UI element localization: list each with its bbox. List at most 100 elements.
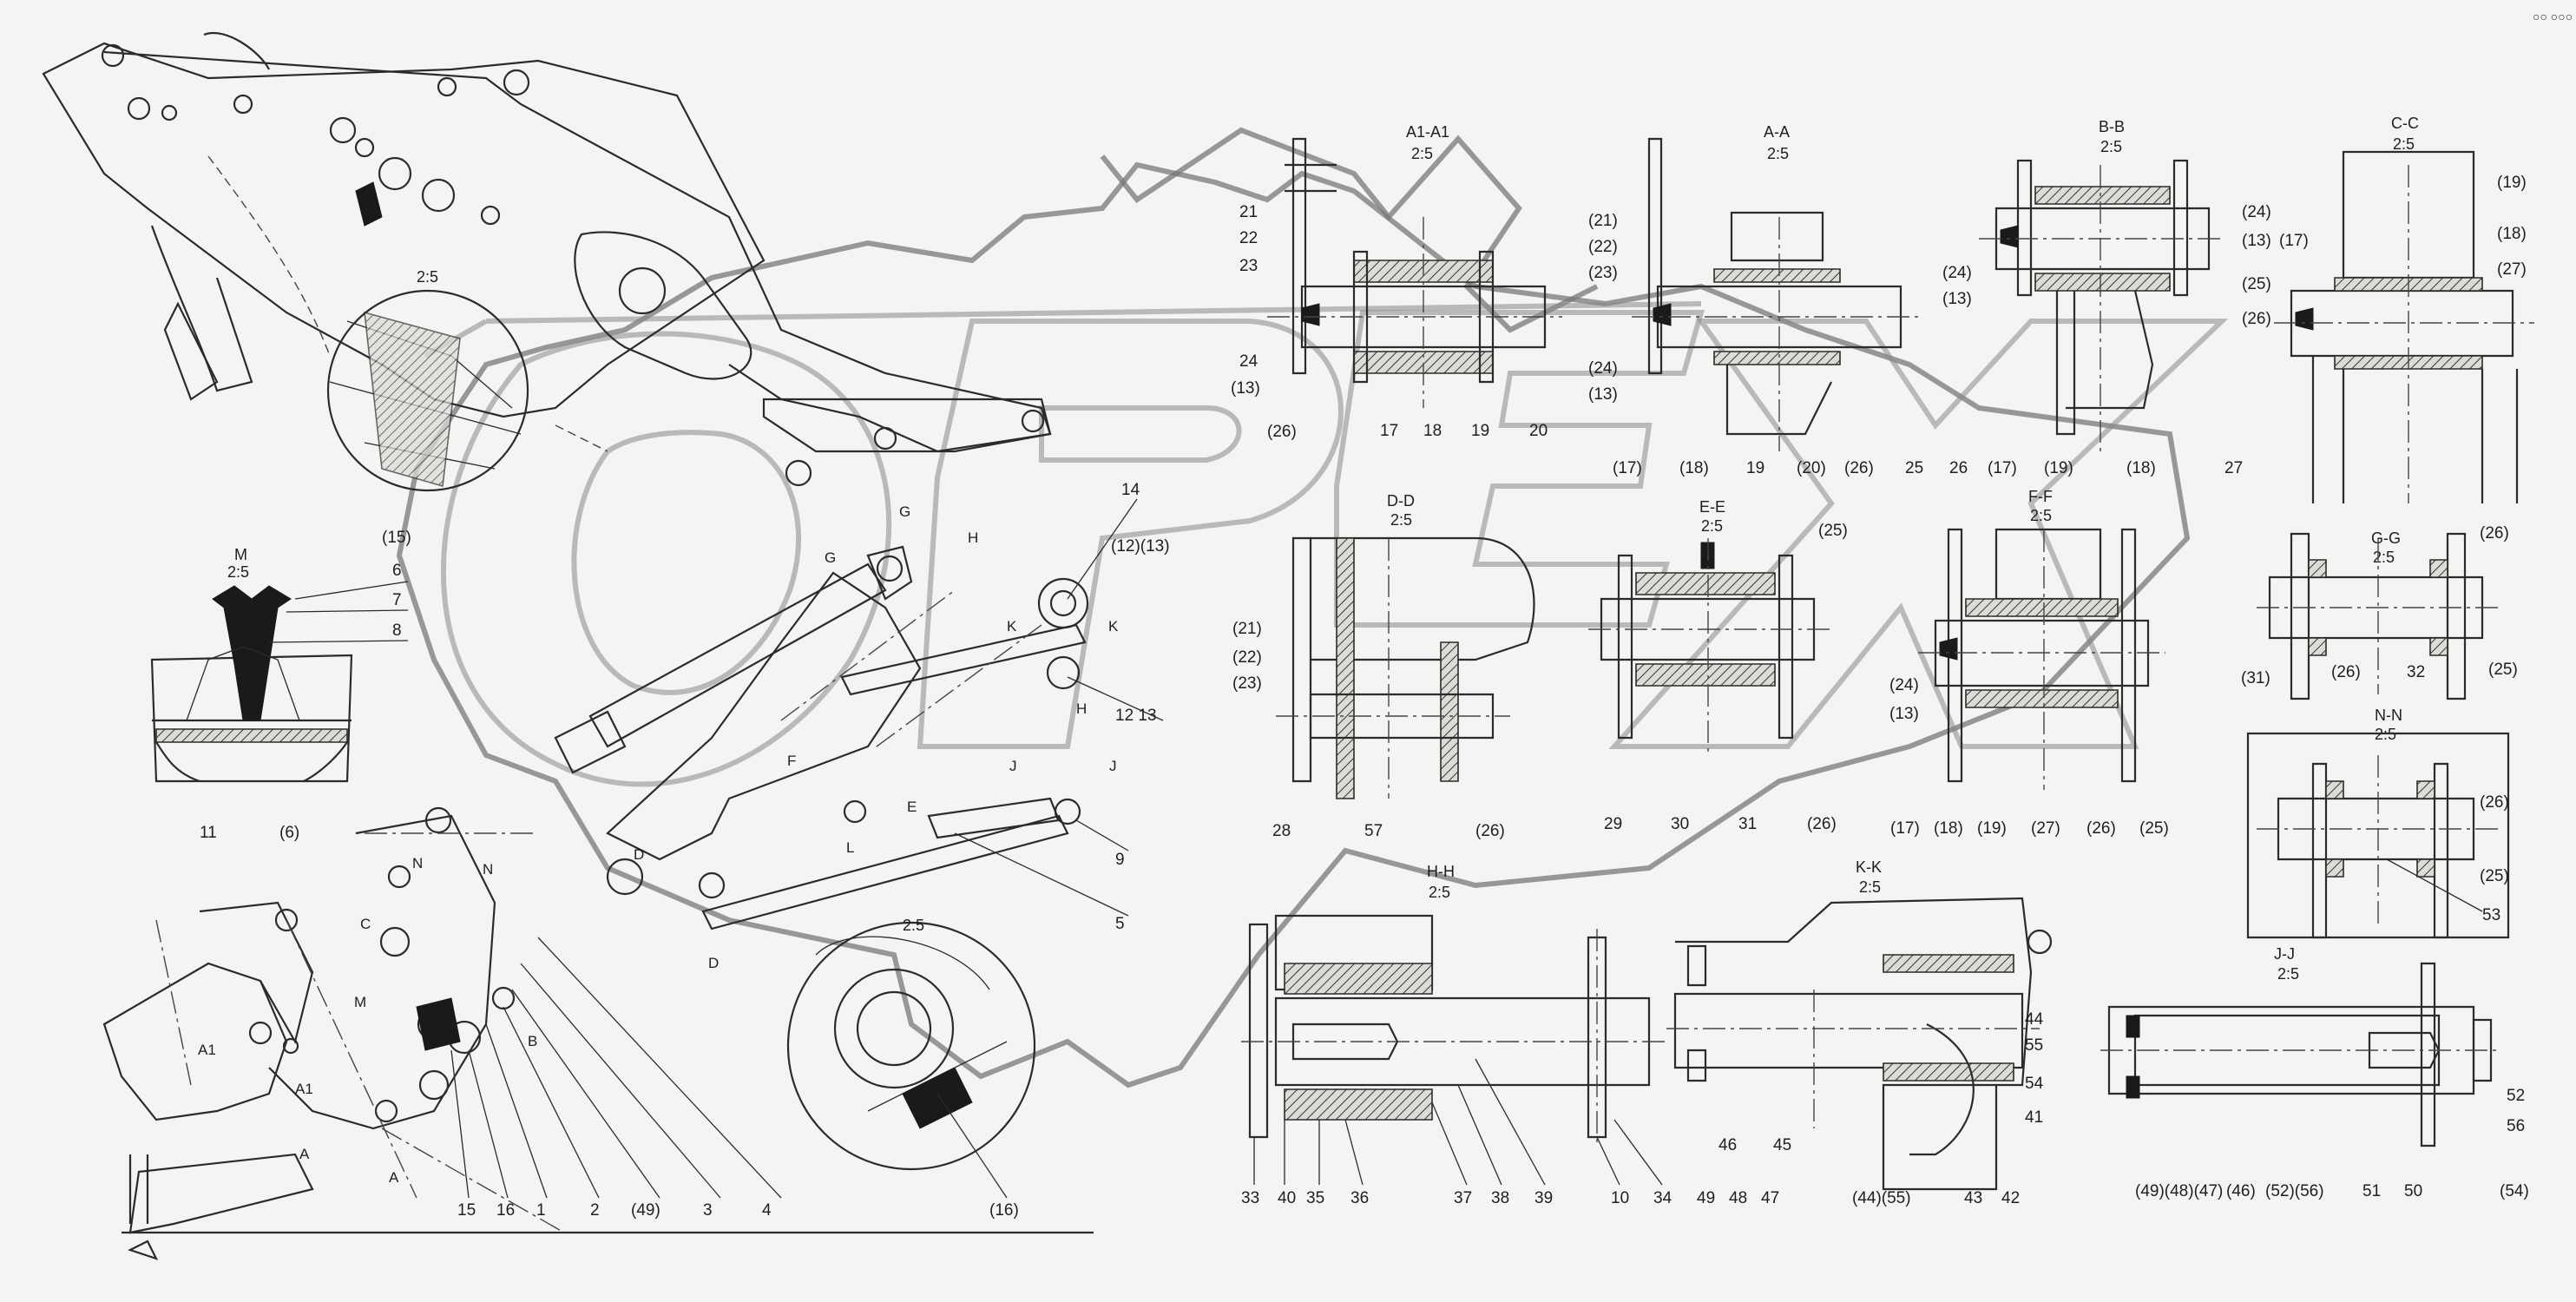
detail-m-title: M: [234, 546, 247, 563]
section-g-g: G-G 2:5: [2257, 529, 2500, 700]
section-a1-a1-title: A1-A1: [1406, 123, 1449, 141]
section-j-j-scale: 2:5: [2277, 965, 2299, 983]
detail-m: M 2:5: [150, 546, 353, 783]
callout-2: 2: [590, 1201, 600, 1220]
callout: (26): [1475, 822, 1505, 840]
callout: (13): [1231, 379, 1260, 398]
section-d-d: D-D 2:5: [1276, 492, 1535, 799]
callout: (31): [2241, 669, 2270, 687]
callout: 17: [1380, 422, 1398, 440]
section-d-d-scale: 2:5: [1390, 511, 1412, 529]
section-n-n-callouts: (26) (25) 53: [2386, 793, 2509, 924]
letter-e: E: [907, 799, 917, 815]
callout: 34: [1653, 1189, 1672, 1207]
letter-b: B: [528, 1033, 537, 1049]
callout: (13): [1588, 385, 1618, 404]
letter-f: F: [787, 753, 796, 769]
detail-lower-scale: 2:5: [903, 917, 924, 934]
callout: (26): [2480, 524, 2509, 542]
callout: 47: [1761, 1189, 1779, 1207]
callout: (24): [2242, 203, 2271, 221]
section-e-e-callouts: (25) 29 30 31 (26): [1604, 522, 1848, 833]
section-k-k-title: K-K: [1856, 858, 1882, 876]
letter-a-1: A: [299, 1146, 310, 1162]
detail-upper-scale: 2:5: [417, 268, 438, 286]
section-h-h-scale: 2:5: [1429, 884, 1450, 901]
letter-n-2: N: [483, 861, 493, 878]
section-k-k-callouts: 44 55 54 41 46 45 49 48 47 (44)(55) 43 4…: [1697, 1010, 2044, 1207]
callout: (22): [1588, 238, 1618, 256]
callout-12-13-paren: (12)(13): [1111, 537, 1170, 556]
callout: (21): [1588, 212, 1618, 230]
callout: 19: [1746, 459, 1764, 477]
section-d-d-callouts: (21) (22) (23) 28 57 (26): [1232, 620, 1505, 840]
section-a1-a1-callouts: 21 22 23 24 (13) (26) 17 18 19 20: [1231, 203, 1548, 441]
section-e-e-scale: 2:5: [1701, 517, 1723, 535]
letter-m: M: [354, 994, 366, 1010]
section-f-f-scale: 2:5: [2030, 507, 2052, 524]
callout: 19: [1471, 422, 1489, 440]
callout: (24): [1942, 264, 1972, 282]
callout: (17): [1890, 819, 1920, 838]
callout: (17): [1988, 459, 2017, 477]
letter-g-2: G: [825, 549, 836, 566]
section-a1-a1: A1-A1 2:5: [1267, 123, 1562, 408]
callout-6: 6: [392, 562, 402, 580]
section-g-g-scale: 2:5: [2373, 549, 2395, 566]
callout: 52: [2507, 1087, 2525, 1105]
callout: 37: [1454, 1189, 1472, 1207]
letter-j-2: J: [1109, 758, 1117, 774]
callout: 53: [2482, 906, 2500, 924]
callout: (25): [2488, 661, 2518, 679]
callout: 28: [1272, 822, 1291, 840]
callout: (18): [1934, 819, 1963, 838]
callout: (54): [2500, 1182, 2529, 1200]
corner-mark: ○○ ○○○: [2533, 10, 2573, 23]
detail-circle-lower: 2:5: [786, 917, 1036, 1171]
callout: 50: [2404, 1182, 2422, 1200]
callout: 42: [2001, 1189, 2020, 1207]
callout: (26): [1267, 423, 1297, 441]
main-side-view: [42, 32, 1094, 1260]
callout-4: 4: [762, 1201, 772, 1220]
letter-h-1: H: [968, 529, 978, 546]
letter-g-1: G: [899, 503, 910, 520]
callout: 44: [2025, 1010, 2044, 1029]
section-c-c-title: C-C: [2391, 115, 2419, 132]
callout-3: 3: [703, 1201, 713, 1220]
callout: 55: [2025, 1036, 2043, 1055]
callout: 51: [2362, 1182, 2381, 1200]
callout: (27): [2031, 819, 2060, 838]
callout: (19): [2044, 459, 2073, 477]
section-e-e: E-E 2:5: [1588, 498, 1831, 755]
callout: 38: [1491, 1189, 1509, 1207]
callout: (52)(56): [2265, 1182, 2324, 1200]
callout: 46: [1718, 1136, 1737, 1154]
callout: 41: [2025, 1108, 2043, 1127]
letter-a1-1: A1: [198, 1042, 216, 1058]
callout: 56: [2507, 1117, 2525, 1135]
letter-a1-2: A1: [295, 1081, 313, 1097]
letter-k-1: K: [1007, 618, 1017, 635]
callout: (20): [1797, 459, 1826, 477]
letter-h-2: H: [1076, 700, 1087, 717]
callout: 48: [1729, 1189, 1747, 1207]
callout: 21: [1239, 203, 1258, 221]
section-b-b-callouts: (24) (13) 25 26 (17) (19) (18) 27: [1905, 264, 2243, 477]
callout: (26): [1844, 459, 1874, 477]
callout: (25): [2139, 819, 2169, 838]
callout: 29: [1604, 815, 1622, 833]
main-view-section-letters: G H G K K H F E J J L D D N N C M A1 A1 …: [198, 503, 1119, 1186]
letter-d-1: D: [634, 846, 644, 863]
section-g-g-title: G-G: [2371, 529, 2401, 547]
callout: 43: [1964, 1189, 1982, 1207]
callout: (13): [1942, 290, 1972, 308]
callout-11: 11: [200, 824, 217, 842]
section-c-c-scale: 2:5: [2393, 135, 2415, 153]
callout: 30: [1671, 815, 1689, 833]
callout: (24): [1588, 359, 1618, 378]
callout: (21): [1232, 620, 1262, 638]
section-n-n-title: N-N: [2375, 707, 2402, 724]
letter-c: C: [360, 916, 371, 932]
